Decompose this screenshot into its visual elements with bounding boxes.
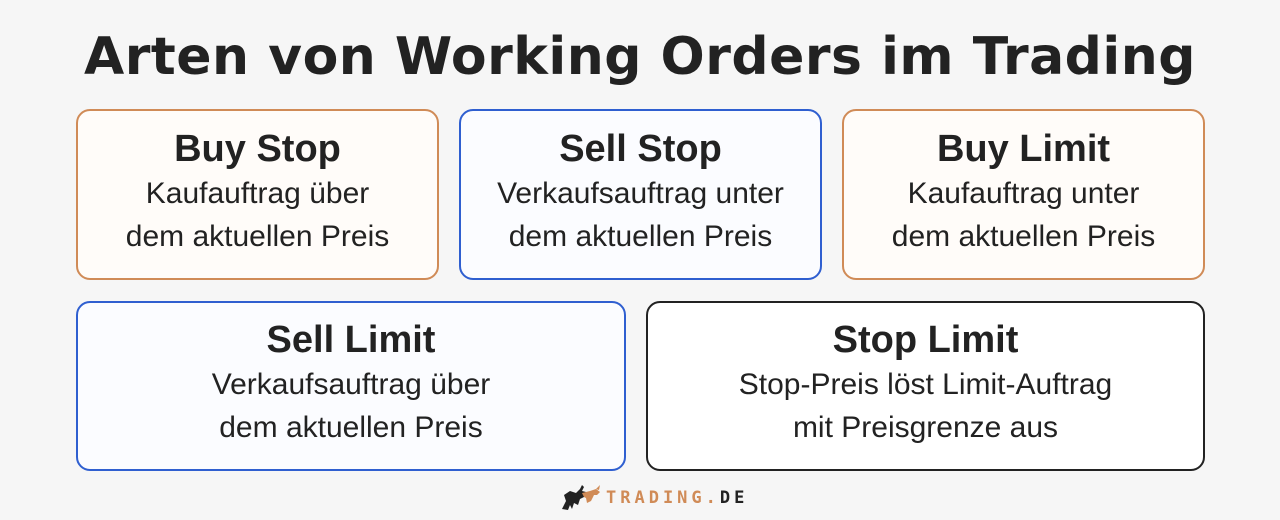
- brand-wordmark: TRADING.DE: [606, 488, 749, 508]
- order-type-card-buy-stop: Buy Stop Kaufauftrag über dem aktuellen …: [76, 109, 439, 280]
- order-type-card-stop-limit: Stop Limit Stop-Preis löst Limit-Auftrag…: [646, 301, 1205, 471]
- brand-logo: TRADING.DE: [560, 483, 748, 513]
- card-title: Sell Stop: [559, 127, 722, 170]
- card-description: Verkaufsauftrag unter dem aktuellen Prei…: [497, 176, 784, 253]
- order-type-card-sell-limit: Sell Limit Verkaufsauftrag über dem aktu…: [76, 301, 626, 471]
- card-description: Kaufauftrag unter dem aktuellen Preis: [891, 176, 1156, 253]
- order-type-card-buy-limit: Buy Limit Kaufauftrag unter dem aktuelle…: [842, 109, 1205, 280]
- card-title: Sell Limit: [266, 319, 436, 361]
- card-description: Verkaufsauftrag über dem aktuellen Preis: [211, 368, 491, 444]
- bull-icon: [560, 483, 604, 513]
- card-description: Kaufauftrag über dem aktuellen Preis: [125, 176, 390, 253]
- order-type-card-sell-stop: Sell Stop Verkaufsauftrag unter dem aktu…: [459, 109, 822, 280]
- card-title: Buy Limit: [936, 127, 1111, 170]
- card-title: Stop Limit: [832, 319, 1019, 361]
- page-title: Arten von Working Orders im Trading: [84, 27, 1196, 87]
- card-description: Stop-Preis löst Limit-Auftrag mit Preisg…: [738, 368, 1113, 444]
- card-title: Buy Stop: [174, 127, 341, 170]
